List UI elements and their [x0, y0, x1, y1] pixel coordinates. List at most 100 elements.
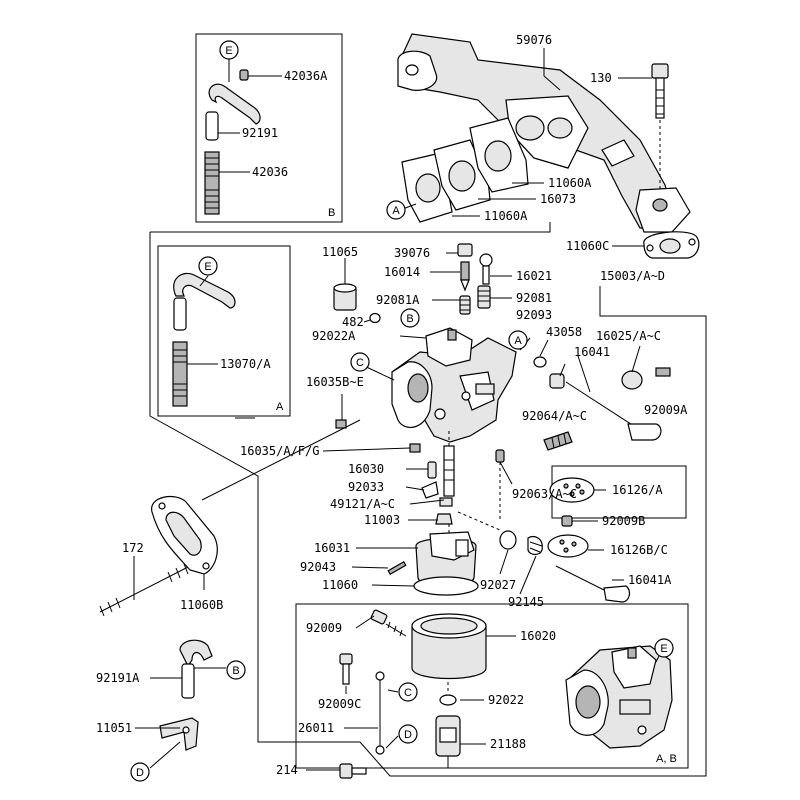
label-16025: 16025/A~C: [596, 329, 661, 343]
label-59076: 59076: [516, 33, 552, 47]
bracket-parts: [159, 639, 213, 751]
label-130: 130: [590, 71, 612, 85]
svg-text:A: A: [514, 335, 522, 347]
label-92093: 92093: [516, 308, 552, 322]
label-92191: 92191: [242, 126, 278, 140]
label-11051: 11051: [96, 721, 132, 735]
label-92191a: 92191A: [96, 671, 140, 685]
svg-text:D: D: [136, 767, 144, 779]
label-16126a: 16126/A: [612, 483, 663, 497]
label-16030: 16030: [348, 462, 384, 476]
svg-text:B: B: [406, 313, 413, 325]
inset-a-tag: A: [276, 401, 284, 413]
float-bowl: [387, 530, 543, 596]
label-16021: 16021: [516, 269, 552, 283]
throttle-plates: [547, 477, 595, 558]
inset-frame-a: [157, 245, 291, 417]
callout-a-gasket: A: [386, 200, 406, 220]
callout-d-bracket: D: [130, 762, 150, 782]
label-92043: 92043: [300, 560, 336, 574]
stud-and-gasket: [99, 495, 218, 617]
callout-d-rod: D: [398, 724, 418, 744]
label-92027: 92027: [480, 578, 516, 592]
label-92033: 92033: [348, 480, 384, 494]
svg-text:E: E: [660, 643, 667, 655]
throttle-shaft: [555, 565, 631, 603]
callout-e-carb-inset: E: [654, 638, 674, 658]
label-482: 482: [342, 315, 364, 329]
carburetor-inset: [565, 645, 673, 749]
label-49121: 49121/A~C: [330, 497, 395, 511]
label-11060a-bottom: 11060A: [484, 209, 528, 223]
label-16035b-e: 16035B~E: [306, 375, 364, 389]
callout-e-inset-b: E: [219, 40, 239, 60]
main-frame-outline: [149, 232, 707, 777]
label-16031: 16031: [314, 541, 350, 555]
linkage-parts: [339, 653, 385, 779]
svg-text:D: D: [404, 729, 412, 741]
callout-e-inset-a: E: [198, 256, 218, 276]
label-11065: 11065: [322, 245, 358, 259]
callout-b-carb: B: [400, 308, 420, 328]
carb-top-parts: [333, 243, 547, 453]
gasket-11060c: [643, 231, 700, 259]
label-92064: 92064/A~C: [522, 409, 587, 423]
label-92081: 92081: [516, 291, 552, 305]
label-92009c: 92009C: [318, 697, 361, 711]
label-92081a: 92081A: [376, 293, 420, 307]
label-16020: 16020: [520, 629, 556, 643]
air-cleaner: [370, 609, 487, 680]
label-92009a: 92009A: [644, 403, 688, 417]
label-16126bc: 16126B/C: [610, 543, 668, 557]
label-16035-afg: 16035/A/F/G: [240, 444, 319, 458]
label-92009: 92009: [306, 621, 342, 635]
main-frame-top: [150, 222, 551, 233]
callout-b-bracket: B: [226, 660, 246, 680]
inset-frame-b: [195, 33, 343, 223]
label-92022: 92022: [488, 693, 524, 707]
part-labels: 59076 130 11060A 16073 11060A 11060C 150…: [96, 33, 688, 777]
inset-b-parts: [204, 59, 282, 215]
callout-a-carb: A: [508, 330, 528, 350]
label-92009b: 92009B: [602, 514, 645, 528]
svg-text:A: A: [392, 205, 400, 217]
label-16041a: 16041A: [628, 573, 672, 587]
label-16073: 16073: [540, 192, 576, 206]
label-214: 214: [276, 763, 298, 777]
label-42036: 42036: [252, 165, 288, 179]
svg-text:C: C: [404, 687, 412, 699]
intake-manifold: [397, 33, 691, 233]
carburetor-body: [391, 327, 517, 443]
inset-frame-air-cleaner: [295, 603, 689, 769]
label-16041: 16041: [574, 345, 610, 359]
inset-a-parts: [172, 272, 236, 407]
label-21188: 21188: [490, 737, 526, 751]
inset-ab-tag: A, B: [656, 753, 677, 765]
label-13070a: 13070/A: [220, 357, 271, 371]
label-15003: 15003/A~D: [600, 269, 665, 283]
label-92022a: 92022A: [312, 329, 356, 343]
callout-c-carb: C: [350, 352, 370, 372]
svg-text:E: E: [204, 261, 211, 273]
label-11003: 11003: [364, 513, 400, 527]
label-172: 172: [122, 541, 144, 555]
callout-c-rod: C: [398, 682, 418, 702]
svg-text:E: E: [225, 45, 232, 57]
bolt-130: [651, 63, 669, 190]
label-11060a-top: 11060A: [548, 176, 592, 190]
label-11060b: 11060B: [180, 598, 223, 612]
svg-text:B: B: [232, 665, 239, 677]
manifold-gaskets: [401, 117, 529, 223]
label-16014: 16014: [384, 265, 420, 279]
label-11060c: 11060C: [566, 239, 609, 253]
label-11060: 11060: [322, 578, 358, 592]
fuel-solenoid: [435, 682, 461, 768]
label-26011: 26011: [298, 721, 334, 735]
label-92145: 92145: [508, 595, 544, 609]
label-42036a: 42036A: [284, 69, 328, 83]
leader-lines: [133, 48, 661, 771]
jet-parts: [421, 430, 505, 540]
inset-b-tag: B: [328, 207, 335, 219]
label-43058: 43058: [546, 325, 582, 339]
